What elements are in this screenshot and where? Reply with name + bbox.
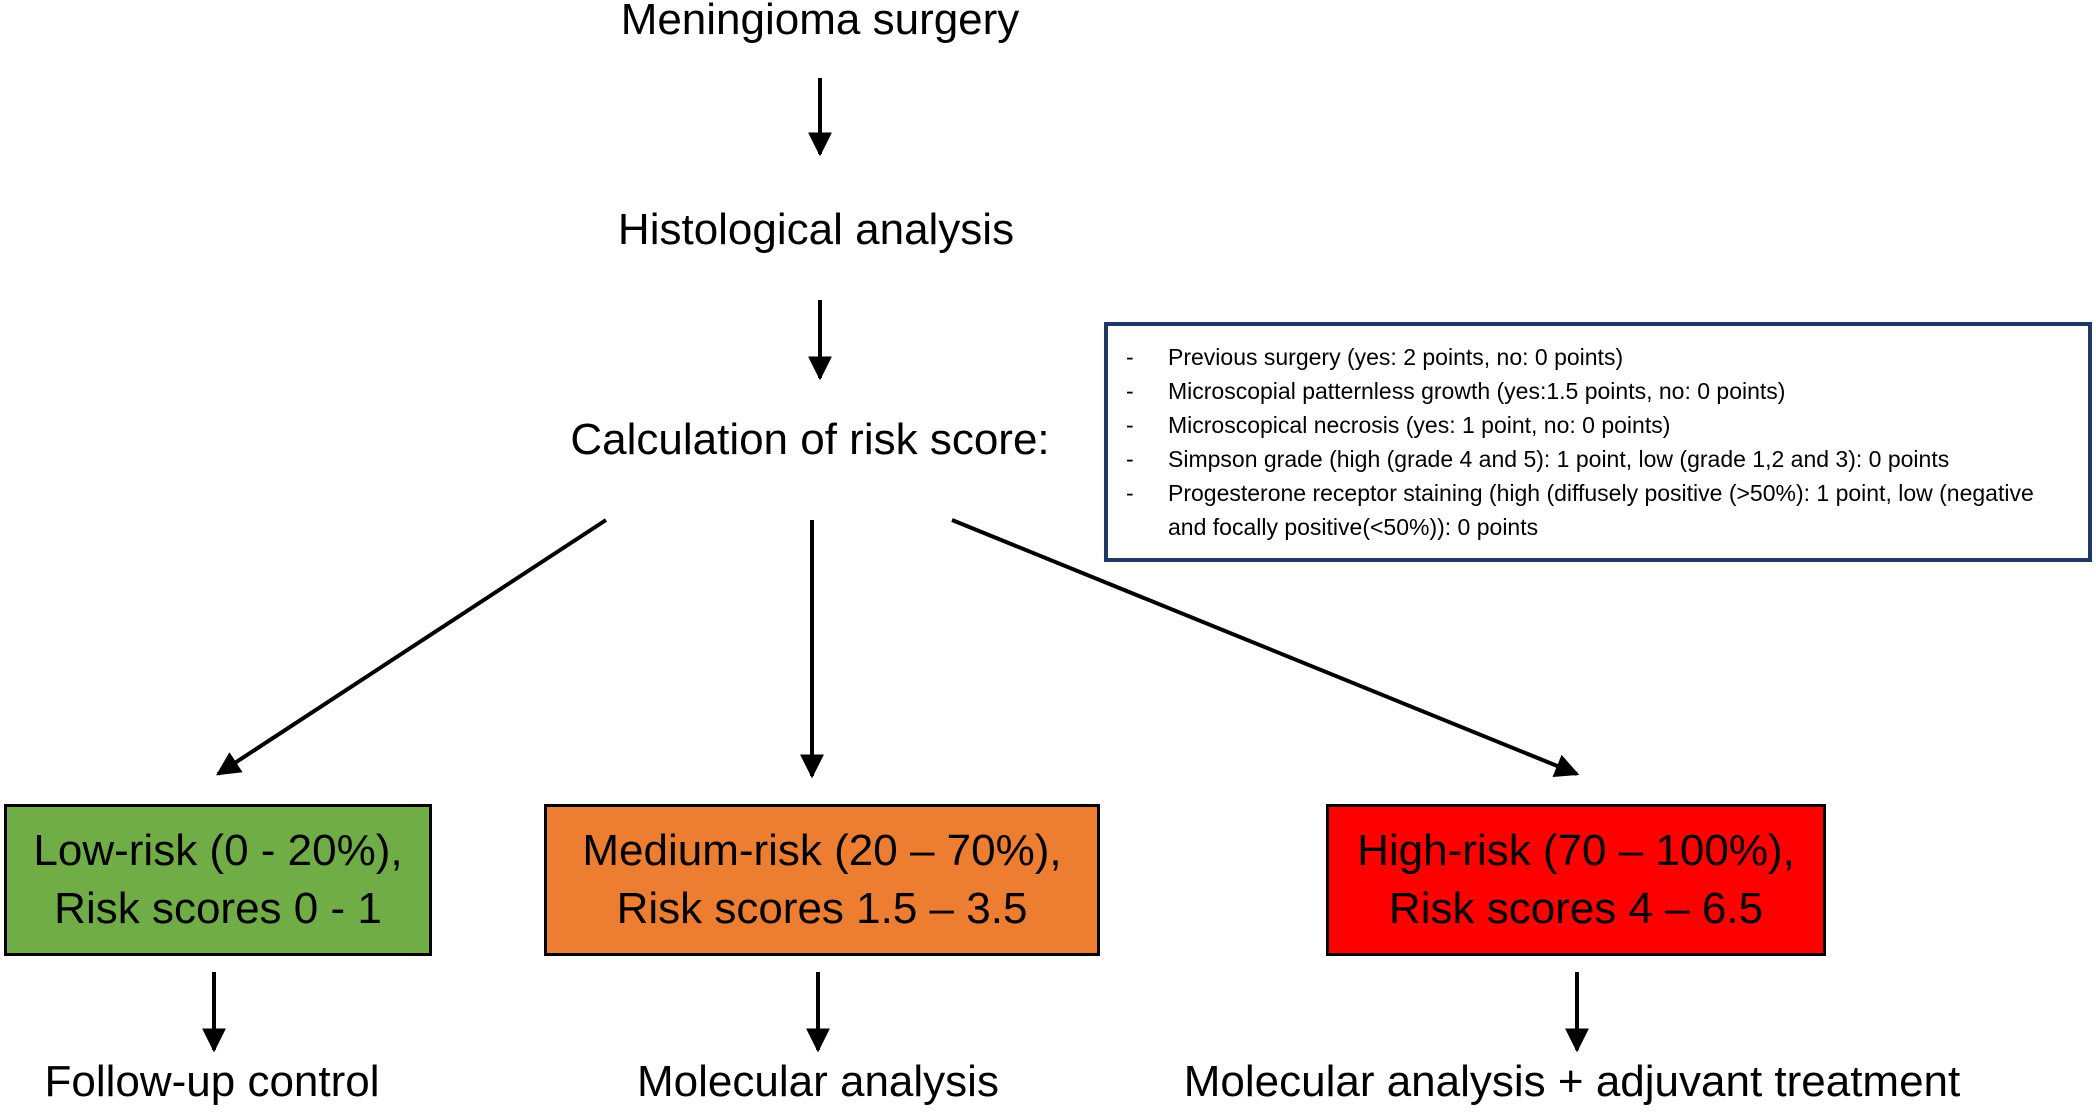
criteria-item: - Microscopical necrosis (yes: 1 point, … [1126, 408, 2076, 442]
criteria-bullet: - [1126, 480, 1134, 506]
low-risk-label: Low-risk (0 - 20%), [33, 826, 403, 875]
low-risk-scores: Risk scores 0 - 1 [54, 884, 382, 933]
criteria-item: - Previous surgery (yes: 2 points, no: 0… [1126, 340, 2076, 374]
criteria-text: Microscopial patternless growth (yes:1.5… [1168, 378, 1786, 404]
high-risk-label: High-risk (70 – 100%), [1357, 826, 1795, 875]
criteria-text: Progesterone receptor staining (high (di… [1168, 480, 2034, 540]
criteria-text: Previous surgery (yes: 2 points, no: 0 p… [1168, 344, 1624, 370]
low-risk-box: Low-risk (0 - 20%), Risk scores 0 - 1 [4, 804, 432, 956]
arrow-calculation-to-high [951, 518, 1580, 777]
step-risk-score-calculation: Calculation of risk score: [570, 415, 1050, 464]
criteria-item: - Microscopial patternless growth (yes:1… [1126, 374, 2076, 408]
criteria-bullet: - [1126, 378, 1134, 404]
criteria-item: - Progesterone receptor staining (high (… [1126, 476, 2076, 544]
criteria-text: Simpson grade (high (grade 4 and 5): 1 p… [1168, 446, 1950, 472]
criteria-bullet: - [1126, 446, 1134, 472]
risk-score-criteria-box: - Previous surgery (yes: 2 points, no: 0… [1104, 322, 2092, 562]
arrow-calculation-to-low [215, 518, 608, 776]
high-risk-box: High-risk (70 – 100%), Risk scores 4 – 6… [1326, 804, 1826, 956]
medium-risk-scores: Risk scores 1.5 – 3.5 [616, 884, 1028, 933]
outcome-molecular-analysis-adjuvant: Molecular analysis + adjuvant treatment [1183, 1057, 1961, 1106]
outcome-molecular-analysis: Molecular analysis [637, 1057, 999, 1106]
step-meningioma-surgery: Meningioma surgery [620, 0, 1020, 44]
criteria-bullet: - [1126, 344, 1134, 370]
outcome-follow-up-control: Follow-up control [44, 1057, 380, 1106]
criteria-list: - Previous surgery (yes: 2 points, no: 0… [1126, 340, 2076, 544]
medium-risk-box: Medium-risk (20 – 70%), Risk scores 1.5 … [544, 804, 1100, 956]
step-histological-analysis: Histological analysis [617, 205, 1015, 254]
criteria-text: Microscopical necrosis (yes: 1 point, no… [1168, 412, 1671, 438]
high-risk-scores: Risk scores 4 – 6.5 [1388, 884, 1764, 933]
medium-risk-label: Medium-risk (20 – 70%), [582, 826, 1062, 875]
criteria-item: - Simpson grade (high (grade 4 and 5): 1… [1126, 442, 2076, 476]
criteria-bullet: - [1126, 412, 1134, 438]
